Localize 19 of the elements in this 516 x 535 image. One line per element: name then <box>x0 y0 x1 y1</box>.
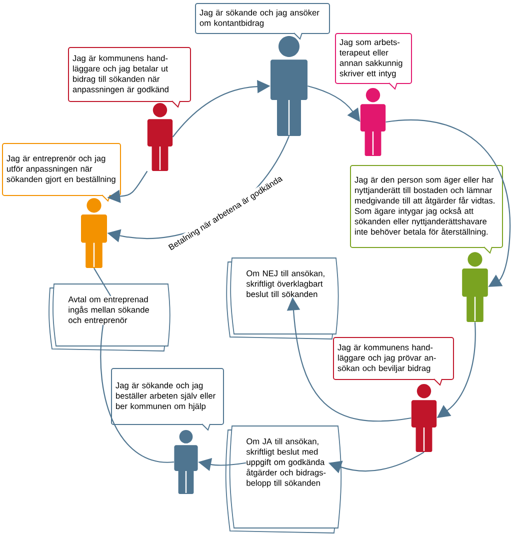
speech-bubble: Jag är sökande och jag beställer arbeten själv eller ber kommunen om hjälp <box>111 368 224 431</box>
document-box: Om JA till ansökan, skriftligt beslut med uppgift om godkända åtgärder och bidrags- belopp till sökanden <box>225 426 342 534</box>
person-figure <box>270 36 308 136</box>
person-figure <box>360 88 386 156</box>
person-figure <box>462 252 488 322</box>
speech-bubble: Jag som arbets- terapeut eller annan sakkunnig skriver ett intyg <box>335 33 412 90</box>
speech-bubble: Jag är sökande och jag ansöker om kontantbidrag <box>195 3 330 40</box>
person-figure <box>411 384 437 452</box>
document-box: Om NEJ till ansökan, skriftligt överklagbart beslut till sökanden <box>226 258 339 340</box>
arrow <box>308 85 360 122</box>
person-figure <box>174 430 198 494</box>
speech-bubble: Jag är kommunens hand- läggare och jag prövar an- sökan och beviljar bidrag <box>333 337 454 386</box>
speech-bubble: Jag är den person som äger eller har nyttjanderätt till bostaden och lämnar medgivande till att åtgärder får vidtas. Som ägare intygar jag också att sökanden eller nyttjanderättshavare inte behöver betala för återställning. <box>350 165 503 254</box>
document-box: Avtal om entreprenad ingås mellan sökande och entreprenör <box>48 284 170 352</box>
speech-bubble: Jag är kommunens hand- läggare och jag betalar ut bidrag till sökanden när anpassningen är godkänd <box>68 47 191 108</box>
person-figure <box>147 103 173 171</box>
speech-bubble: Jag är entreprenör och jag utför anpassningen när sökanden gjort en beställning <box>2 143 121 202</box>
person-figure <box>81 198 107 268</box>
arrow <box>386 120 511 287</box>
